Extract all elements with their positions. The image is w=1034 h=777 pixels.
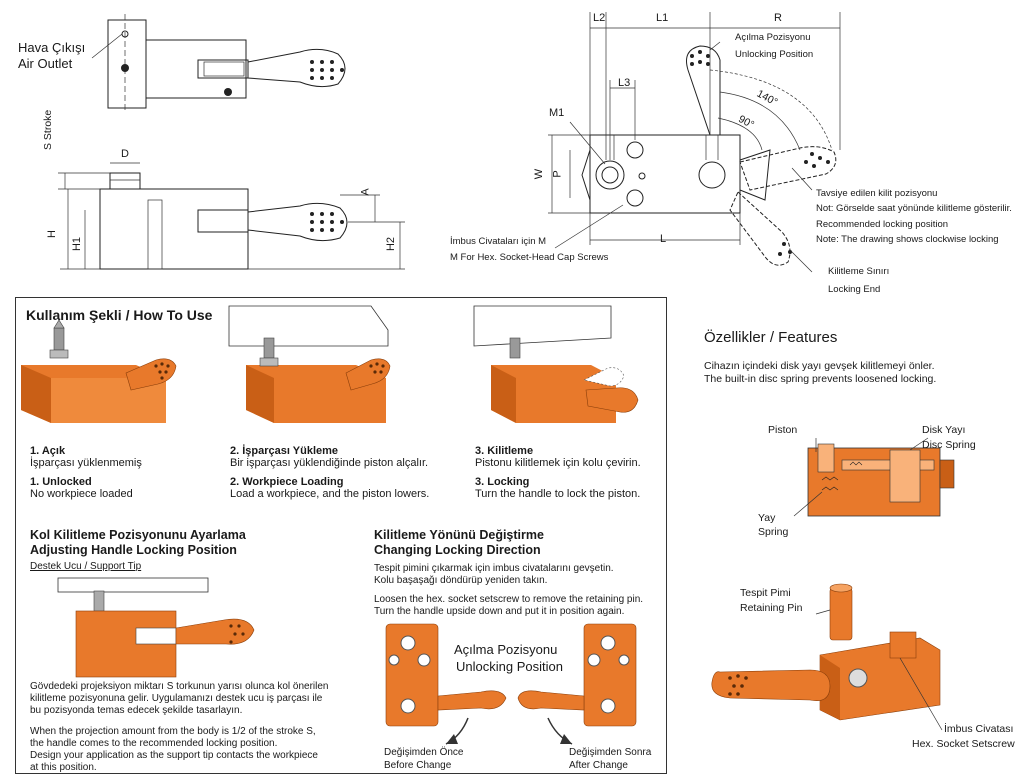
features-section: Özellikler / Features Cihazın içindeki d… xyxy=(690,320,1034,777)
dim-r: R xyxy=(774,12,782,24)
dim-l1: L1 xyxy=(656,12,669,24)
features-desc-en: The built-in disc spring prevents loosen… xyxy=(704,373,937,385)
change-p4: Turn the handle upside down and put it i… xyxy=(374,606,625,617)
change-p2: Kolu başaşağı döndürüp yeniden takın. xyxy=(374,575,548,586)
dim-h: H xyxy=(45,230,58,238)
features-desc-tr: Cihazın içindeki disk yayı gevşek kilitl… xyxy=(704,360,935,372)
adjust-p3: bu pozisyonda temas edecek şekilde tasar… xyxy=(30,705,243,716)
how-to-use-panel: Kullanım Şekli / How To Use xyxy=(15,297,667,774)
step-2-illustration xyxy=(228,305,391,423)
dim-m1: M1 xyxy=(549,107,565,119)
how-to-use-title: Kullanım Şekli / How To Use xyxy=(26,307,213,323)
step-2-desc-tr: Bir işparçası yüklendiğinde piston alçal… xyxy=(230,457,429,469)
dim-l3: L3 xyxy=(618,77,631,89)
change-p3: Loosen the hex. socket setscrew to remov… xyxy=(374,594,644,605)
adjust-title-tr: Kol Kilitleme Pozisyonunu Ayarlama xyxy=(30,528,246,542)
support-tip-label: Destek Ucu / Support Tip xyxy=(30,561,142,572)
dim-h2: H2 xyxy=(385,236,398,252)
change-dir-illustration xyxy=(385,623,637,745)
disc-spring-label-en: Disc Spring xyxy=(922,439,976,451)
setscrew-label-en: Hex. Socket Setscrew xyxy=(912,738,1015,750)
air-outlet-label-en: Air Outlet xyxy=(18,56,73,71)
step-1-title-tr: 1. Açık xyxy=(30,445,66,457)
dim-w: W xyxy=(533,168,546,180)
adjust-p6: Design your application as the support t… xyxy=(30,750,318,761)
adjust-p1: Gövdedeki projeksiyon miktarı S torkunun… xyxy=(30,681,329,692)
top-right-drawing: L2 L1 R L3 M1 W P L 140° 90° Açılma Pozi… xyxy=(420,0,1034,300)
step-2-title-en: 2. Workpiece Loading xyxy=(230,476,344,488)
top-left-drawing: Hava Çıkışı Air Outlet S Stroke D H H1 A… xyxy=(0,0,420,290)
top-right-lines xyxy=(548,12,841,273)
step-2-title-tr: 2. İşparçası Yükleme xyxy=(230,445,339,457)
dim-l: L xyxy=(660,233,667,245)
step-2-desc-en: Load a workpiece, and the piston lowers. xyxy=(230,488,430,500)
adjust-illustration xyxy=(57,577,255,678)
after-change-en: After Change xyxy=(569,760,628,771)
adjust-p5: the handle comes to the recommended lock… xyxy=(30,738,278,749)
unlock-position-tr: Açılma Pozisyonu xyxy=(735,32,811,43)
screw-label-tr: İmbus Civataları için M xyxy=(450,236,547,247)
adjust-p7: at this position. xyxy=(30,762,97,773)
adjust-title-en: Adjusting Handle Locking Position xyxy=(30,543,237,557)
before-change-en: Before Change xyxy=(384,760,452,771)
dim-l2: L2 xyxy=(593,12,606,24)
step-1-desc-tr: İşparçası yüklenmemiş xyxy=(30,457,142,469)
rec-lock-en: Recommended locking position xyxy=(816,219,949,230)
retaining-pin-label-en: Retaining Pin xyxy=(740,602,803,614)
step-1-desc-en: No workpiece loaded xyxy=(30,488,133,500)
air-outlet-label-tr: Hava Çıkışı xyxy=(18,40,86,55)
retaining-pin-label-tr: Tespit Pimi xyxy=(740,587,791,599)
unlock-position-en: Unlocking Position xyxy=(735,49,814,60)
spring-label-en: Spring xyxy=(758,526,789,538)
features-graphics xyxy=(711,437,955,731)
step-1-illustration xyxy=(21,319,177,423)
disc-spring-label-tr: Disk Yayı xyxy=(922,424,966,436)
rec-lock-note-en: Note: The drawing shows clockwise lockin… xyxy=(816,234,999,245)
piston-label: Piston xyxy=(768,424,798,436)
change-p1: Tespit pimini çıkarmak için imbus civata… xyxy=(374,563,614,574)
rec-lock-tr: Tavsiye edilen kilit pozisyonu xyxy=(816,188,938,199)
adjust-p2: kilitleme pozisyonuna gelir. Uygulamanız… xyxy=(30,693,323,704)
screw-label-en: M For Hex. Socket-Head Cap Screws xyxy=(450,252,609,263)
rec-lock-note-tr: Not: Görselde saat yönünde kilitleme gös… xyxy=(816,203,1012,214)
how-to-use-graphics xyxy=(21,305,639,745)
before-change-tr: Değişimden Önce xyxy=(384,747,464,758)
step-3-illustration xyxy=(473,305,639,423)
adjust-p4: When the projection amount from the body… xyxy=(30,726,316,737)
change-title-tr: Kilitleme Yönünü Değiştirme xyxy=(374,528,544,542)
change-title-en: Changing Locking Direction xyxy=(374,543,541,557)
step-3-title-en: 3. Locking xyxy=(475,476,530,488)
after-change-tr: Değişimden Sonra xyxy=(569,747,652,758)
step-3-desc-en: Turn the handle to lock the piston. xyxy=(475,488,641,500)
dim-a: A xyxy=(359,188,372,196)
change-unlock-en: Unlocking Position xyxy=(456,659,563,674)
step-3-title-tr: 3. Kilitleme xyxy=(475,445,534,457)
dim-h1: H1 xyxy=(71,236,84,252)
top-left-lines xyxy=(58,14,405,270)
stroke-label: S Stroke xyxy=(42,109,54,150)
change-unlock-tr: Açılma Pozisyonu xyxy=(454,642,558,657)
locking-end-tr: Kilitleme Sınırı xyxy=(828,266,890,277)
dim-p: P xyxy=(551,170,564,178)
step-1-title-en: 1. Unlocked xyxy=(30,476,92,488)
dim-d: D xyxy=(121,148,129,160)
spring-label-tr: Yay xyxy=(758,512,776,524)
step-3-desc-tr: Pistonu kilitlemek için kolu çevirin. xyxy=(475,457,641,469)
locking-end-en: Locking End xyxy=(828,284,881,295)
features-title: Özellikler / Features xyxy=(704,329,838,346)
setscrew-label-tr: İmbus Civatası xyxy=(944,723,1014,735)
